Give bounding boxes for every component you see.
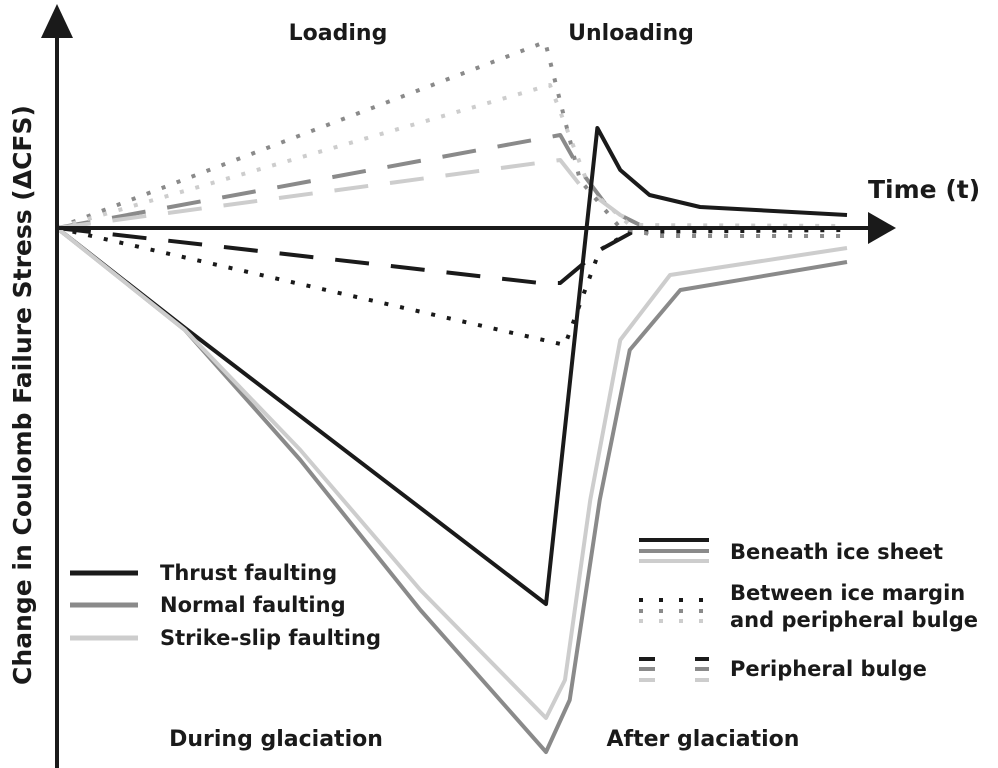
legend-label-strike-slip: Strike-slip faulting	[160, 626, 381, 650]
legend-label-between-margin-line2: and peripheral bulge	[730, 608, 978, 632]
phase-label-during-glaciation: During glaciation	[169, 727, 383, 752]
legend-faulting: Thrust faulting Normal faulting Strike-s…	[70, 561, 381, 650]
phase-label-after-glaciation: After glaciation	[607, 727, 800, 752]
legend-label-peripheral-bulge: Peripheral bulge	[730, 657, 927, 681]
series-line-strike-slip-solid	[55, 226, 848, 720]
legend-swatch-solid	[639, 538, 709, 563]
series-line-normal-dotted	[56, 40, 847, 238]
series-line-thrust-dotted	[56, 226, 848, 347]
series-line-thrust-dashed	[56, 226, 847, 285]
legend-label-beneath-ice-sheet: Beneath ice sheet	[730, 540, 943, 564]
y-axis-arrow-icon	[41, 4, 73, 38]
phase-label-loading: Loading	[289, 21, 388, 46]
x-axis-arrow-icon	[868, 212, 896, 244]
x-axis-label: Time (t)	[868, 175, 980, 204]
series-line-normal-solid	[55, 226, 848, 754]
series-line-thrust-solid	[55, 126, 848, 606]
legend-label-between-margin-line1: Between ice margin	[730, 581, 965, 605]
y-axis-label: Change in Coulomb Failure Stress (ΔCFS)	[8, 105, 37, 685]
series-layer	[55, 40, 848, 754]
phase-label-unloading: Unloading	[568, 21, 694, 46]
series-line-normal-dashed	[56, 133, 641, 230]
series-line-strike-slip-dashed	[56, 158, 641, 230]
legend-location: Beneath ice sheet Between ice margin and…	[639, 538, 978, 682]
legend-label-normal: Normal faulting	[160, 593, 346, 617]
legend-swatch-dashed	[639, 657, 709, 682]
legend-swatch-dotted	[639, 598, 709, 623]
legend-label-thrust: Thrust faulting	[160, 561, 337, 585]
